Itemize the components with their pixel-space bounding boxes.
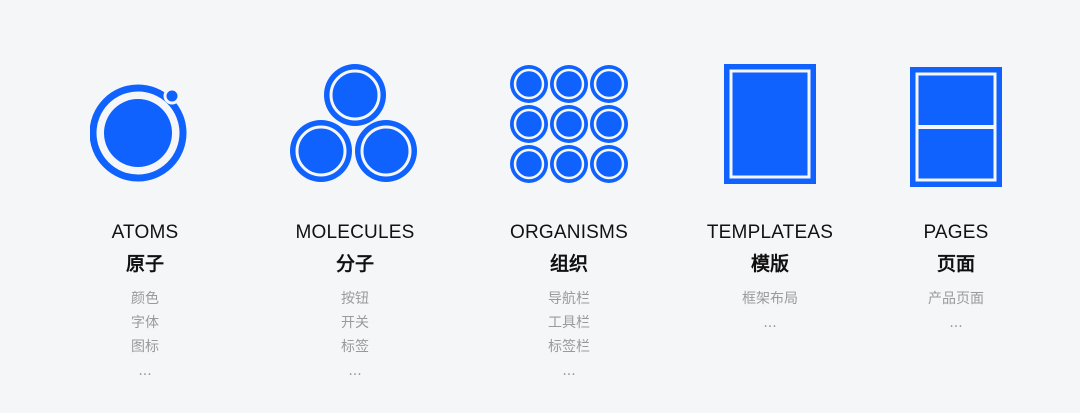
list-item: ... [348,363,362,379]
list-item: ... [763,315,777,331]
column-subtitle: 模版 [750,253,789,275]
column-subtitle: 分子 [335,253,374,275]
column-subtitle: 原子 [125,253,164,275]
list-item: 图标 [131,339,159,355]
list-item: 字体 [131,315,159,331]
template-frame-icon [724,64,816,184]
atom-icon [90,84,187,182]
column-title: ORGANISMS [510,222,628,243]
column-title: TEMPLATEAS [706,222,834,243]
molecule-icon [290,64,417,182]
list-item: ... [949,315,963,331]
column-organisms: ORGANISMS 组织 导航栏 工具栏 标签栏 ... [469,0,669,413]
item-list: 按钮 开关 标签 ... [255,287,455,383]
item-list: 产品页面 ... [856,287,1056,335]
column-title: MOLECULES [295,222,415,243]
list-item: 颜色 [131,291,159,307]
item-list: 颜色 字体 图标 ... [45,287,245,383]
item-list: 框架布局 ... [670,287,870,335]
column-subtitle: 组织 [549,253,588,275]
list-item: 工具栏 [548,315,590,331]
item-list: 导航栏 工具栏 标签栏 ... [469,287,669,383]
column-title: PAGES [923,222,989,243]
list-item: ... [562,363,576,379]
column-subtitle: 页面 [936,253,975,275]
list-item: 导航栏 [548,291,590,307]
list-item: 标签 [341,339,369,355]
column-templates: TEMPLATEAS 模版 框架布局 ... [670,0,870,413]
list-item: 产品页面 [928,291,984,307]
list-item: 按钮 [341,291,369,307]
column-atoms: ATOMS 原子 颜色 字体 图标 ... [45,0,245,413]
column-pages: PAGES 页面 产品页面 ... [856,0,1056,413]
list-item: 开关 [341,315,369,331]
column-molecules: MOLECULES 分子 按钮 开关 标签 ... [255,0,455,413]
list-item: ... [138,363,152,379]
organism-grid-icon [510,65,628,183]
list-item: 框架布局 [742,291,798,307]
column-title: ATOMS [111,222,179,243]
list-item: 标签栏 [548,339,590,355]
page-layout-icon [910,67,1002,187]
